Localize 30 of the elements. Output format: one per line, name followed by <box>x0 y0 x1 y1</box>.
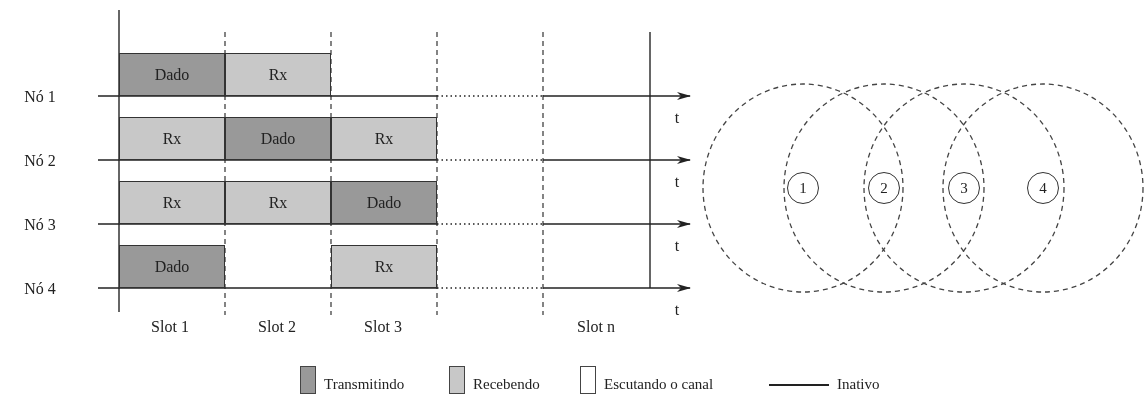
transmit-slot-box: Dado <box>119 53 225 96</box>
receive-slot-box: Rx <box>119 117 225 160</box>
node-circle: 4 <box>1027 172 1059 204</box>
transmit-slot-box: Dado <box>225 117 331 160</box>
slot-label: Slot n <box>577 318 615 336</box>
node-label: Nó 4 <box>24 280 56 298</box>
axis-label: t <box>674 301 680 319</box>
node-circle: 2 <box>868 172 900 204</box>
node-circle: 1 <box>787 172 819 204</box>
receive-slot-box: Rx <box>225 53 331 96</box>
axis-label: t <box>674 109 680 127</box>
node-label: Nó 1 <box>24 88 56 106</box>
legend-text: Recebendo <box>473 376 540 393</box>
receive-slot-box: Rx <box>119 181 225 224</box>
legend-text: Transmitindo <box>324 376 405 393</box>
receive-slot-box: Rx <box>331 117 437 160</box>
slot-label: Slot 1 <box>151 318 189 336</box>
node-circle: 3 <box>948 172 980 204</box>
node-label: Nó 2 <box>24 152 56 170</box>
transmit-slot-box: Dado <box>119 245 225 288</box>
slot-label: Slot 3 <box>364 318 402 336</box>
axis-label: t <box>674 173 680 191</box>
node-label: Nó 3 <box>24 216 56 234</box>
legend-text: Escutando o canal <box>604 376 714 393</box>
axis-label: t <box>674 237 680 255</box>
receive-slot-box: Rx <box>331 245 437 288</box>
transmit-slot-box: Dado <box>331 181 437 224</box>
receive-slot-box: Rx <box>225 181 331 224</box>
slot-label: Slot 2 <box>258 318 296 336</box>
legend-text: Inativo <box>837 376 880 393</box>
